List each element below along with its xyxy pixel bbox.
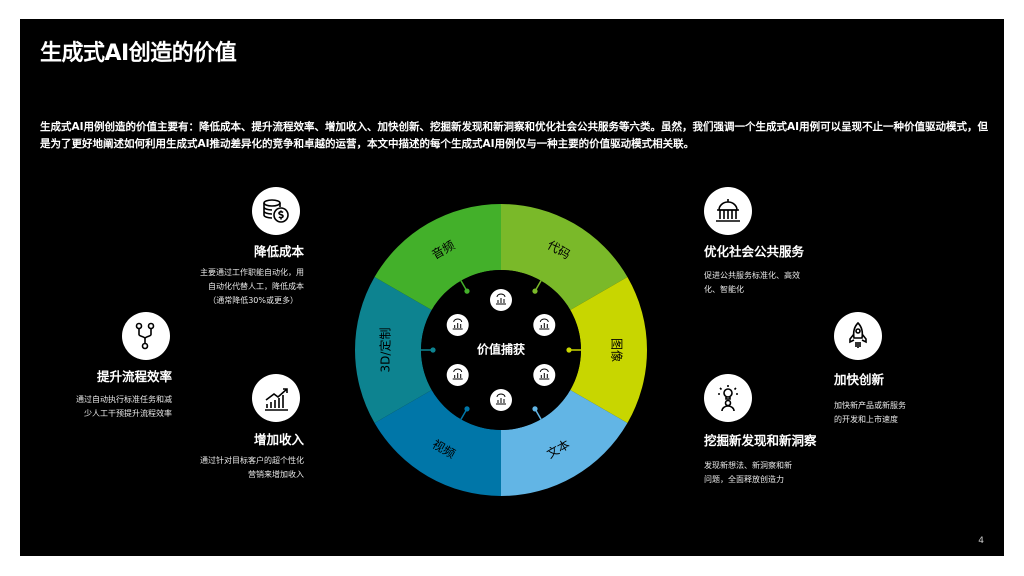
government-icon <box>716 199 740 222</box>
slide: 生成式AI创造的价值 生成式AI用例创造的价值主要有：降低成本、提升流程效率、增… <box>20 19 1004 556</box>
money-icon <box>263 199 289 223</box>
public-service-heading: 优化社会公共服务 <box>704 244 805 259</box>
revenue-desc: 通过针对目标客户的超个性化营销来增加收入 <box>200 456 304 479</box>
connector-dot <box>566 347 572 353</box>
idea-person-icon <box>718 385 738 412</box>
process-icon <box>135 322 155 350</box>
small-icon-glyph <box>496 293 506 305</box>
growth-chart-icon-circle <box>252 374 300 422</box>
wheel-segment <box>501 390 628 496</box>
page-number: 4 <box>978 536 984 546</box>
wheel-center <box>421 270 581 430</box>
public-service-desc: 促进公共服务标准化、高效化、智能化 <box>704 271 800 294</box>
connector-dot <box>532 288 538 294</box>
innovation-desc: 加快新产品或新服务的开发和上市速度 <box>834 401 906 424</box>
small-icon-glyph <box>539 318 550 330</box>
connector-dot <box>464 288 470 294</box>
intro-paragraph: 生成式AI用例创造的价值主要有：降低成本、提升流程效率、增加收入、加快创新、挖掘… <box>40 121 989 150</box>
wheel-center-label: 价值捕获 <box>477 342 525 357</box>
efficiency-heading: 提升流程效率 <box>96 369 172 384</box>
innovation-heading: 加快创新 <box>834 372 885 387</box>
cost-heading: 降低成本 <box>253 244 304 259</box>
efficiency-desc: 通过自动执行标准任务和减少人工干预提升流程效率 <box>76 395 172 418</box>
wheel-segment <box>501 204 628 310</box>
connector-dot <box>430 347 436 353</box>
small-icon-glyph <box>452 318 463 330</box>
wheel-segment-label: 3D/定制 <box>378 328 393 373</box>
process-icon-circle <box>122 312 170 360</box>
idea-person-icon-circle <box>704 374 752 422</box>
insight-desc: 发现新想法、新洞察和新问题，全面释放创造力 <box>704 461 792 484</box>
small-icon-glyph <box>452 368 463 380</box>
money-icon-circle <box>252 187 300 235</box>
wheel-segment <box>570 277 647 423</box>
page-title: 生成式AI创造的价值 <box>40 41 237 66</box>
revenue-heading: 增加收入 <box>253 432 304 447</box>
rocket-icon <box>849 321 867 348</box>
wheel-segment-label: 图像 <box>610 338 624 362</box>
rocket-icon-circle <box>834 312 882 360</box>
cost-desc: 主要通过工作职能自动化，用自动化代替人工，降低成本（通常降低30%或更多） <box>200 268 304 305</box>
connector-dot <box>532 406 538 412</box>
wheel-segment <box>374 204 501 310</box>
wheel-segment <box>374 390 501 496</box>
insight-heading: 挖掘新发现和新洞察 <box>704 433 817 448</box>
government-icon-circle <box>704 187 752 235</box>
small-icon-glyph <box>496 393 506 405</box>
wheel-segment <box>355 277 432 423</box>
growth-chart-icon <box>265 388 288 411</box>
small-icon-glyph <box>539 368 550 380</box>
connector-dot <box>464 406 470 412</box>
